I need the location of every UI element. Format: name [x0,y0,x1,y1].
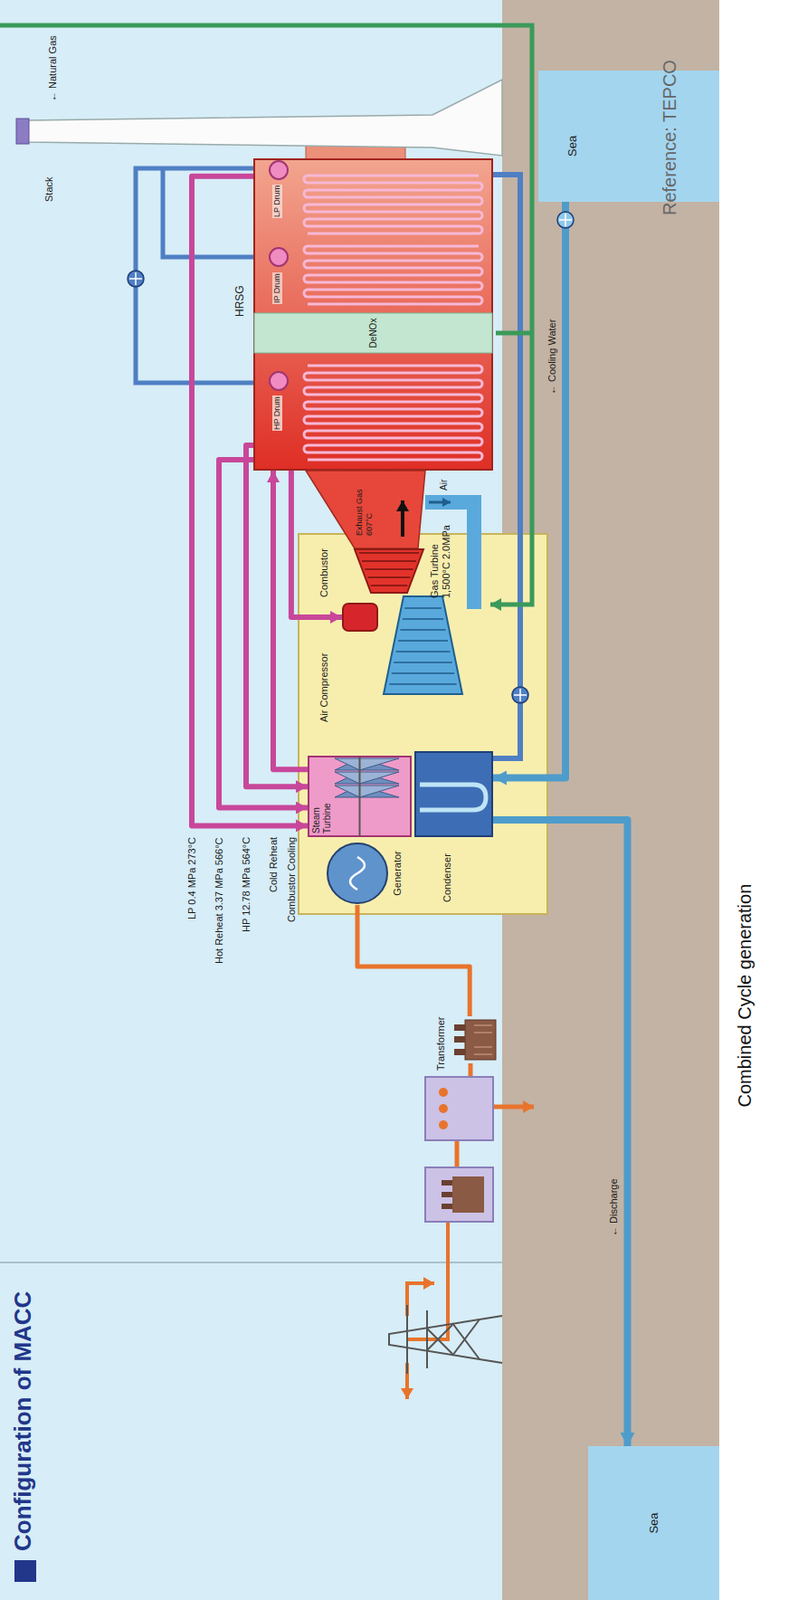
pipe-label: Hot Reheat 3.37 MPa 566°C [212,835,226,966]
pipe-label: LP 0.4 MPa 273°C [185,835,199,922]
water-pipe [493,201,566,779]
condenser-shape [414,750,494,837]
pipe-label: Cold Reheat [266,835,280,894]
condenser: Condenser [414,750,494,837]
water-pipe [493,819,628,1446]
steam-pipe [291,470,342,618]
node-label: Air Compressor [318,653,331,722]
node-label: LP Drum [272,184,283,219]
generator-shape [325,841,390,905]
stack: Stack [16,76,503,157]
transformer-shape [452,1016,496,1064]
diagram-title: Configuration of MACC [9,1291,38,1551]
air-compressor-shape [380,595,466,695]
node-label: DeNOx [368,318,380,349]
node-label: Gas Turbine 1,500°C 2.0MPa [428,514,453,599]
node-label: HRSG [233,285,247,317]
power-line [357,904,470,1017]
node-label: Steam Turbine [311,797,333,834]
node-label: Combustor [318,548,331,598]
node-label: Sea [646,1511,662,1533]
steam-drum: IP Drum [267,246,290,306]
node-label: IP Drum [272,272,283,304]
hrsg: HRSGDeNOxHP DrumIP DrumLP Drum [253,158,494,471]
pipe-label: HP 12.78 MPa 564°C [239,835,253,934]
node-label: Stack [43,176,56,202]
denox-band: DeNOx [253,313,494,353]
node-label: Condenser [441,853,454,903]
combustor: Combustor [342,602,379,632]
pipe-label: Combustor Cooling [285,835,298,924]
free-label: Exhaust Gas 607°C [354,485,375,536]
sea: Sea [538,70,720,202]
air-compressor: Air Compressor [380,595,466,695]
node-label: Sea [565,135,580,157]
steam-turbine: Steam Turbine [307,755,412,837]
gas-turbine-shape [352,548,426,594]
node-label: HP Drum [272,395,283,431]
gas-turbine: Gas Turbine 1,500°C 2.0MPa [352,548,426,594]
free-label: Reference: TEPCO [658,59,681,216]
sea: Sea [588,1445,720,1600]
generator: Generator [325,841,390,905]
diagram-caption: Combined Cycle generation [734,883,756,1108]
free-label: Air [438,479,450,491]
stack-shape [16,76,503,157]
pipe-label: ← Cooling Water [545,317,559,397]
node-label: Generator [391,841,404,905]
free-label: ← Natural Gas [47,35,59,102]
steam-drum: HP Drum [267,370,290,433]
node-label: Transformer [435,1016,447,1072]
steam-drum: LP Drum [267,159,290,220]
combustor-shape [342,602,379,632]
pipe-label: ← Discharge [607,1176,620,1238]
steam-pipe [218,459,308,808]
transformer: Transformer [452,1016,496,1064]
